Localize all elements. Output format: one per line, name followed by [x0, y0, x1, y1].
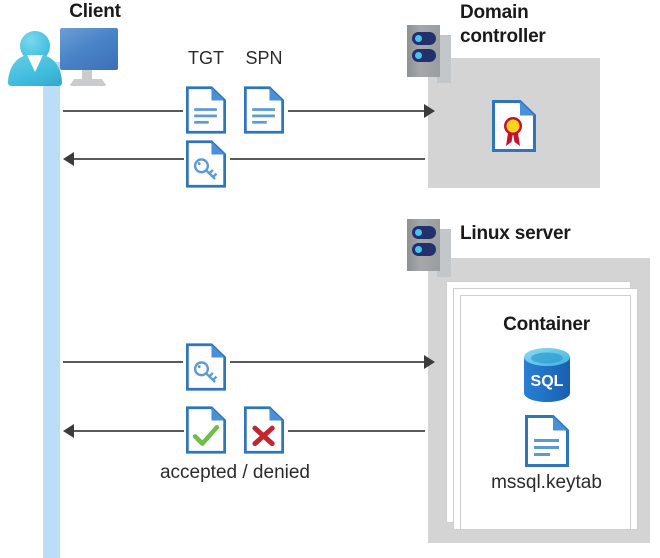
- sql-database-icon: SQL: [522, 346, 572, 404]
- monitor-base: [69, 79, 107, 86]
- accepted-document-icon: [186, 406, 226, 454]
- accepted-denied-caption: accepted / denied: [159, 462, 310, 483]
- svg-text:SQL: SQL: [531, 373, 564, 390]
- flow-service-ticket-response-line-right: [230, 158, 425, 160]
- client-lifeline: [43, 62, 60, 558]
- tgt-label: TGT: [188, 48, 224, 68]
- rack-slot-bottom: [412, 49, 436, 62]
- container-label: Container: [503, 314, 590, 335]
- monitor-neck: [82, 70, 92, 81]
- rack-side-shadow: [437, 229, 451, 277]
- rack-slot-bottom: [412, 243, 436, 256]
- key-document-icon: [186, 140, 226, 188]
- spn-label: SPN: [245, 48, 283, 68]
- flow-accepted-denied-line-left: [74, 430, 184, 432]
- rack-slot-top: [412, 32, 436, 45]
- domain-controller-label: Domain controller: [460, 1, 650, 51]
- user-monitor-icon: [8, 26, 118, 86]
- flow-accepted-denied-line-right: [288, 430, 425, 432]
- client-label: Client: [69, 1, 121, 22]
- flow-accepted-denied-arrowhead: [63, 424, 74, 438]
- tgt-document-icon: [186, 86, 226, 134]
- rack-led-top: [415, 35, 422, 42]
- domain-controller-label-line2: controller: [460, 26, 546, 47]
- rack-led-bottom: [415, 246, 422, 253]
- denied-document-icon: [244, 406, 284, 454]
- container-card-front[interactable]: Container SQL: [460, 295, 631, 530]
- flow-ticket-presented-line-right: [230, 361, 425, 363]
- rack-side-shadow: [437, 35, 451, 83]
- domain-controller-rack-icon: [407, 25, 451, 83]
- rack-led-bottom: [415, 52, 422, 59]
- flow-ticket-presented-line-left: [63, 361, 183, 363]
- flow-service-ticket-response-arrowhead: [63, 152, 74, 166]
- keytab-filename-label: mssql.keytab: [491, 472, 602, 493]
- rack-led-top: [415, 229, 422, 236]
- flow-tgt-spn-request-arrowhead: [424, 104, 435, 118]
- monitor-screen: [60, 28, 118, 70]
- flow-tgt-spn-request-line-left: [63, 110, 183, 112]
- linux-server-rack-icon: [407, 219, 451, 277]
- flow-tgt-spn-request-line-right: [288, 110, 425, 112]
- domain-controller-label-line1: Domain: [460, 2, 529, 23]
- flow-ticket-presented-arrowhead: [424, 355, 435, 369]
- keytab-document-icon: [525, 415, 569, 467]
- linux-server-label: Linux server: [460, 223, 571, 244]
- certificate-document-icon: [492, 100, 536, 152]
- flow-service-ticket-response-line-left: [74, 158, 184, 160]
- rack-slot-top: [412, 226, 436, 239]
- key-document-icon: [186, 343, 226, 391]
- spn-document-icon: [244, 86, 284, 134]
